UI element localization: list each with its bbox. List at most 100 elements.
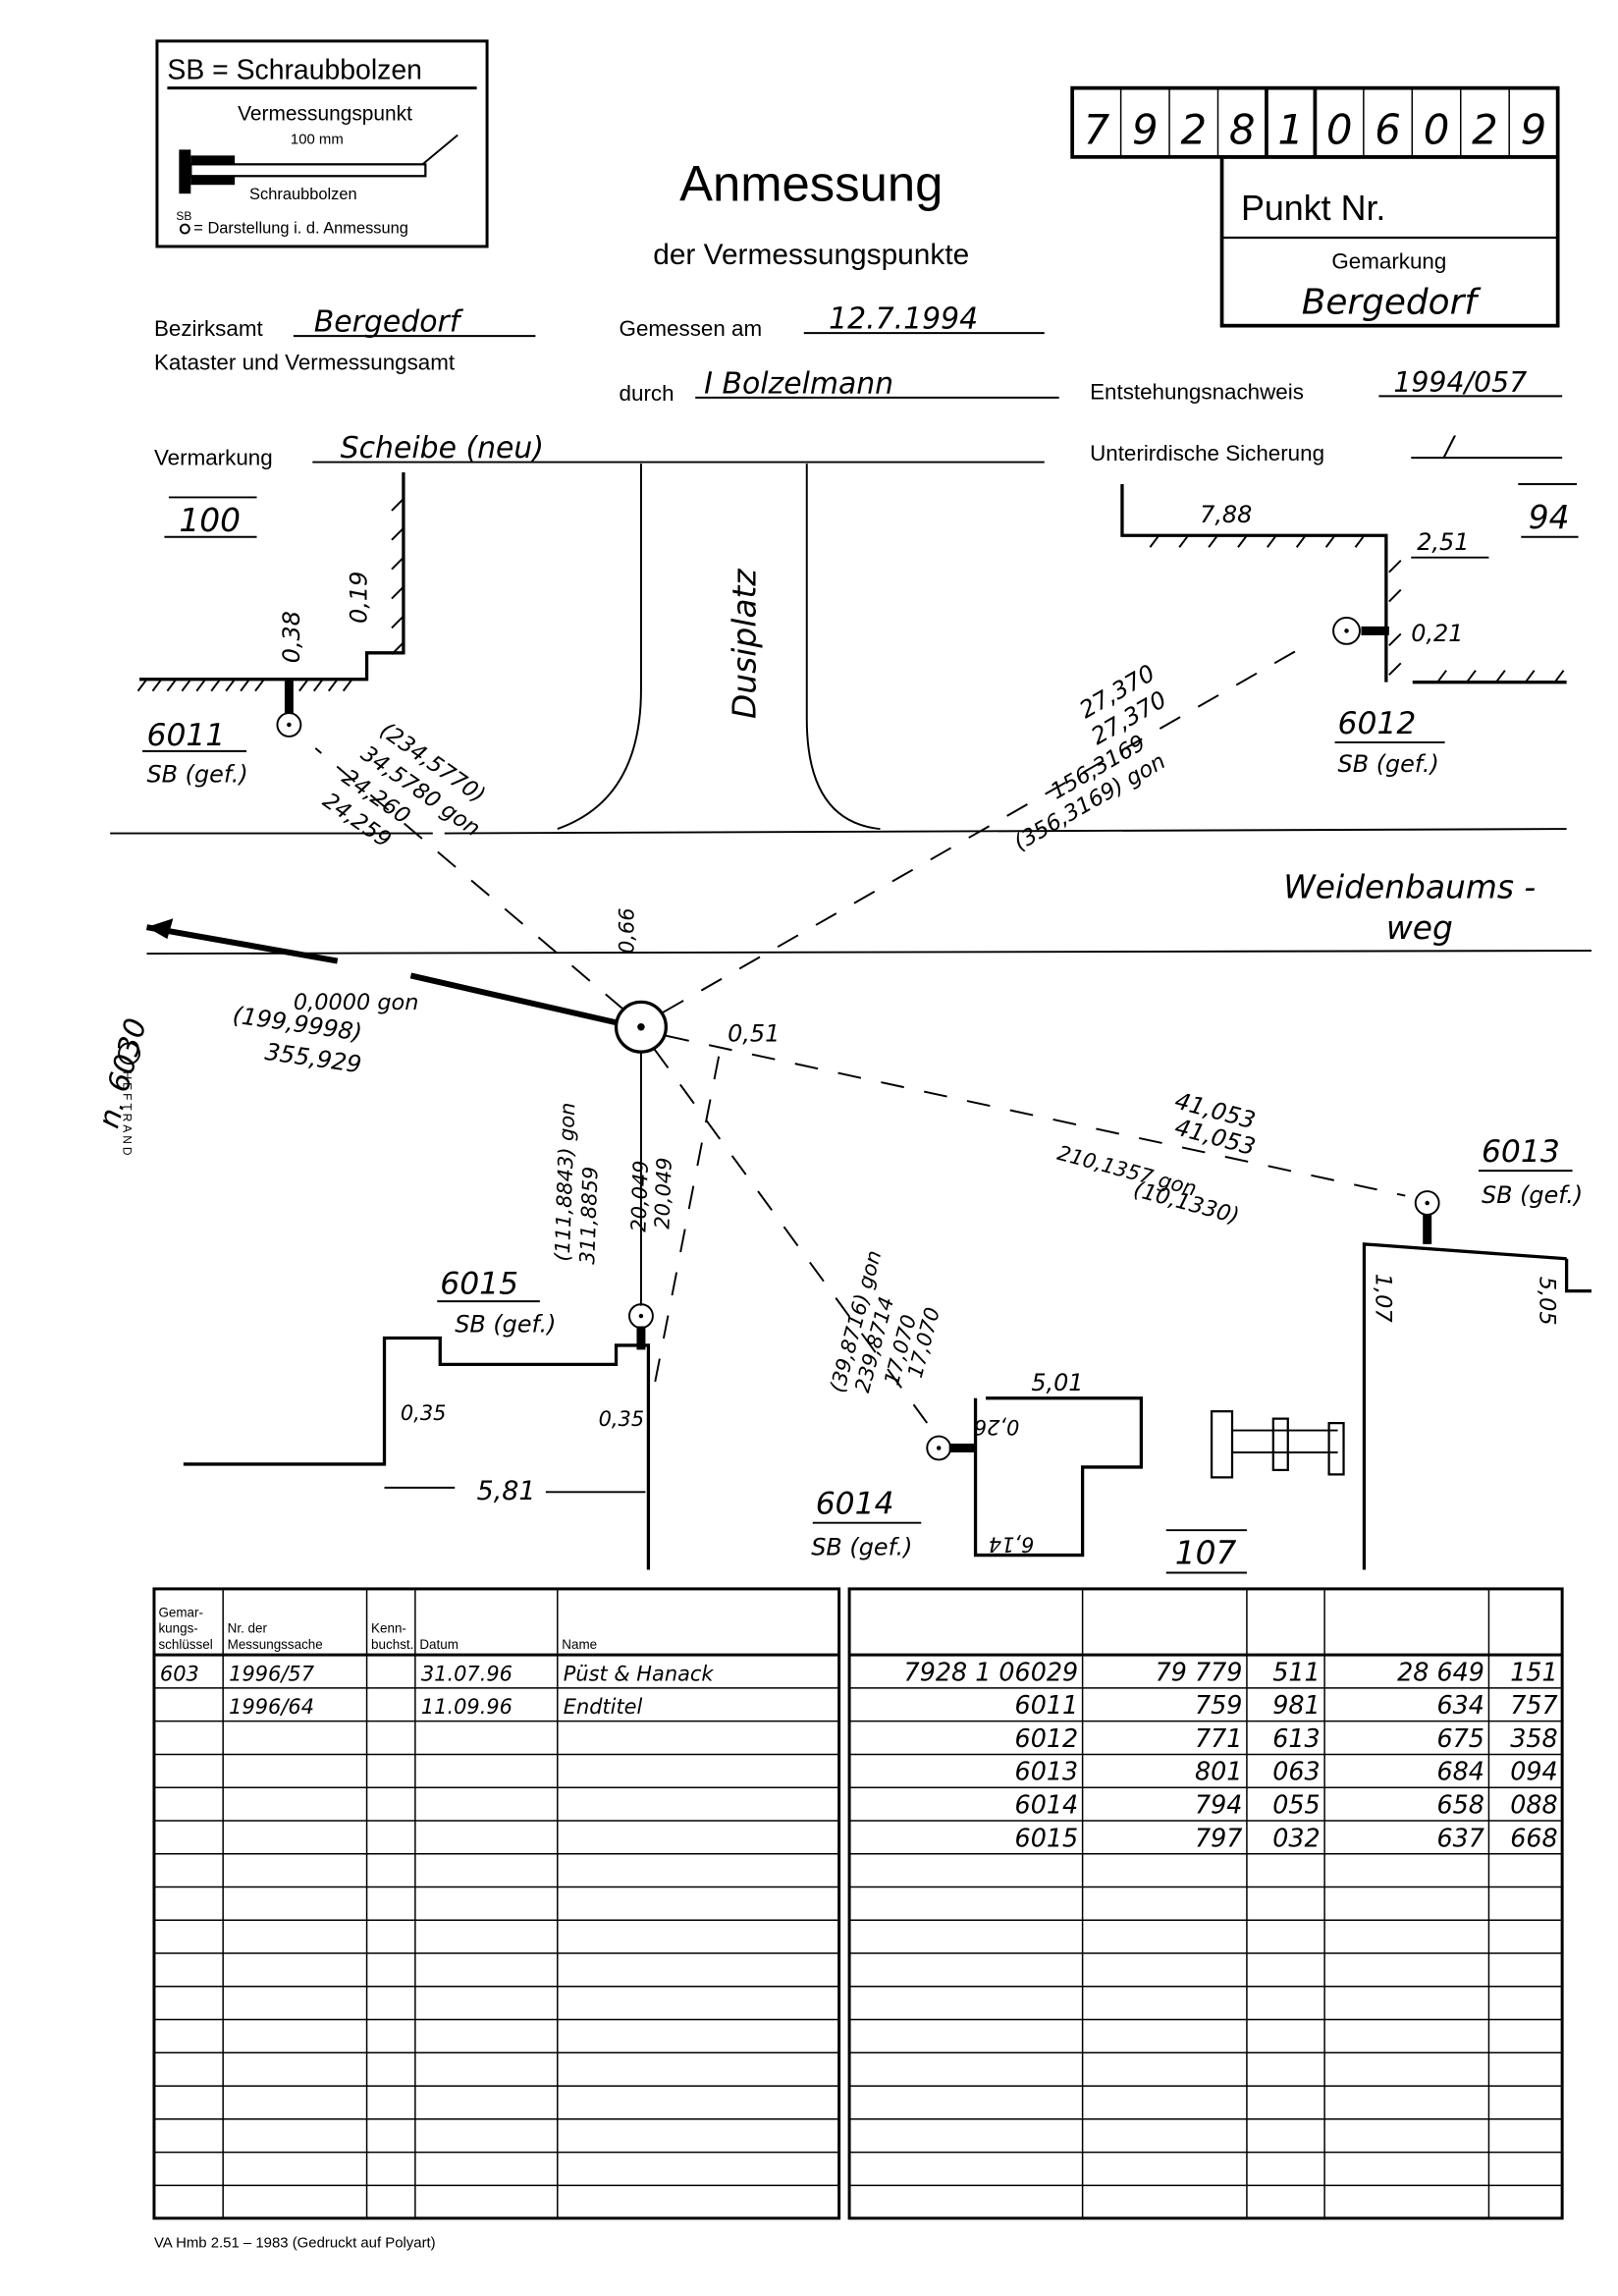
punkt-digit: 9 bbox=[1521, 105, 1547, 153]
heftrand: HEFTRAND bbox=[121, 1071, 135, 1159]
punkt-label: Punkt Nr. bbox=[1241, 189, 1385, 228]
table-cell: 1996/57 bbox=[229, 1662, 315, 1685]
punkt-digit: 7 bbox=[1084, 105, 1110, 153]
legend-darstellung: = Darstellung i. d. Anmessung bbox=[193, 220, 408, 238]
parcel-94: 94 bbox=[1529, 498, 1570, 536]
table-cell: 675 bbox=[1437, 1723, 1484, 1753]
measure: 0,35 bbox=[599, 1407, 645, 1431]
label-6015: 6015 bbox=[440, 1267, 518, 1302]
arrow-icon bbox=[146, 918, 174, 940]
label-6012: 6012 bbox=[1338, 706, 1417, 741]
table-cell: 1996/64 bbox=[229, 1695, 314, 1719]
measure: 5,05 bbox=[1535, 1277, 1560, 1326]
measure: 5,81 bbox=[477, 1476, 536, 1506]
table-header: schlüssel bbox=[158, 1637, 212, 1652]
legend-title: SB = Schraubbolzen bbox=[167, 55, 422, 86]
sb-6014: SB (gef.) bbox=[811, 1534, 912, 1561]
measure: 0,19 bbox=[346, 572, 373, 624]
page-title: Anmessung bbox=[679, 156, 943, 212]
table-cell: 511 bbox=[1272, 1657, 1320, 1686]
punkt-digit: 0 bbox=[1326, 105, 1353, 153]
gemarkung-value: Bergedorf bbox=[1302, 283, 1483, 323]
table-cell: 79 779 bbox=[1156, 1657, 1243, 1686]
punkt-digit: 6 bbox=[1375, 105, 1401, 153]
gemarkung-label: Gemarkung bbox=[1331, 248, 1446, 273]
point-markers bbox=[118, 616, 1440, 1461]
table-cell: 094 bbox=[1510, 1757, 1557, 1786]
table-header: kungs- bbox=[158, 1621, 197, 1636]
table-cell: 6013 bbox=[1015, 1757, 1079, 1786]
table-cell: 088 bbox=[1510, 1789, 1557, 1819]
measure: 2,51 bbox=[1417, 528, 1469, 556]
street-weidenbaums: Weidenbaums - bbox=[1283, 867, 1536, 905]
footer-note: VA Hmb 2.51 – 1983 (Gedruckt auf Polyart… bbox=[154, 2235, 436, 2252]
bolt-6015-icon bbox=[628, 1303, 654, 1329]
punkt-digit: 2 bbox=[1180, 105, 1207, 153]
sb-6015: SB (gef.) bbox=[455, 1310, 556, 1338]
entstehung-value: 1994/057 bbox=[1393, 366, 1527, 399]
table-cell: 055 bbox=[1272, 1789, 1320, 1819]
table-cell: Püst & Hanack bbox=[564, 1662, 715, 1685]
table-cell: Endtitel bbox=[564, 1695, 643, 1719]
legend-symbol: SB bbox=[176, 209, 191, 223]
sb-6011: SB (gef.) bbox=[146, 760, 247, 788]
measure: (111,8843) gon bbox=[551, 1102, 580, 1262]
left-table bbox=[152, 1587, 841, 2220]
table-header: Kenn- bbox=[371, 1621, 406, 1636]
measure: 0,35 bbox=[401, 1401, 447, 1425]
bezirksamt-label: Bezirksamt bbox=[154, 316, 264, 341]
table-cell: 603 bbox=[160, 1662, 199, 1685]
measure: 0,21 bbox=[1411, 620, 1463, 647]
durch-label: durch bbox=[620, 381, 674, 406]
table-header: Nr. der bbox=[228, 1621, 268, 1636]
measure: 5,01 bbox=[1031, 1369, 1083, 1396]
measure: 311,8859 bbox=[575, 1166, 602, 1265]
table-cell: 358 bbox=[1510, 1723, 1557, 1753]
table-cell: 151 bbox=[1510, 1657, 1557, 1686]
table-header: Messungssache bbox=[228, 1637, 323, 1652]
measure: 0,38 bbox=[278, 611, 305, 663]
bolt-6014-icon bbox=[926, 1435, 952, 1461]
measure: 6,14 bbox=[989, 1533, 1035, 1557]
bolt-diagram bbox=[179, 134, 458, 194]
legend-vermessungspunkt: Vermessungspunkt bbox=[238, 103, 412, 126]
parcel-107: 107 bbox=[1175, 1534, 1237, 1572]
measure: 0,26 bbox=[974, 1415, 1020, 1439]
measure: 0,51 bbox=[728, 1020, 780, 1048]
table-cell: 6014 bbox=[1015, 1789, 1079, 1819]
table-cell: 637 bbox=[1437, 1823, 1484, 1852]
table-cell: 771 bbox=[1195, 1723, 1242, 1753]
table-cell: 28 649 bbox=[1397, 1657, 1484, 1686]
header-fields: Bezirksamt Bergedorf Kataster und Vermes… bbox=[154, 302, 1563, 470]
table-cell: 032 bbox=[1272, 1823, 1320, 1852]
legend-schraubbolzen: Schraubbolzen bbox=[249, 186, 357, 203]
table-cell: 801 bbox=[1195, 1757, 1242, 1786]
unterirdisch-label: Unterirdische Sicherung bbox=[1090, 441, 1324, 465]
table-header: Datum bbox=[419, 1637, 458, 1652]
punkt-digit: 8 bbox=[1229, 105, 1256, 153]
measure: 0,66 bbox=[615, 907, 638, 954]
measure: 1,07 bbox=[1370, 1274, 1395, 1324]
measure: 20,049 bbox=[626, 1160, 653, 1232]
table-cell: 797 bbox=[1195, 1823, 1242, 1852]
entstehung-label: Entstehungsnachweis bbox=[1090, 379, 1304, 404]
sb-6013: SB (gef.) bbox=[1482, 1181, 1583, 1209]
street-dusiplatz: Dusiplatz bbox=[725, 569, 763, 719]
sb-6012: SB (gef.) bbox=[1338, 750, 1439, 778]
right-table bbox=[847, 1587, 1564, 2220]
page-subtitle: der Vermessungspunkte bbox=[653, 239, 969, 271]
table-header: buchst. bbox=[371, 1637, 413, 1652]
label-6011: 6011 bbox=[146, 718, 225, 753]
label-6014: 6014 bbox=[816, 1487, 894, 1522]
punkt-digit: 1 bbox=[1277, 105, 1304, 153]
legend-length: 100 mm bbox=[291, 131, 344, 147]
bolt-6013-icon bbox=[1414, 1190, 1440, 1216]
gemessen-value: 12.7.1994 bbox=[829, 302, 978, 337]
bolt-6011-icon bbox=[276, 712, 302, 738]
vermarkung-label: Vermarkung bbox=[154, 446, 273, 470]
table-cell: 668 bbox=[1510, 1823, 1557, 1852]
table-cell: 757 bbox=[1510, 1690, 1557, 1720]
